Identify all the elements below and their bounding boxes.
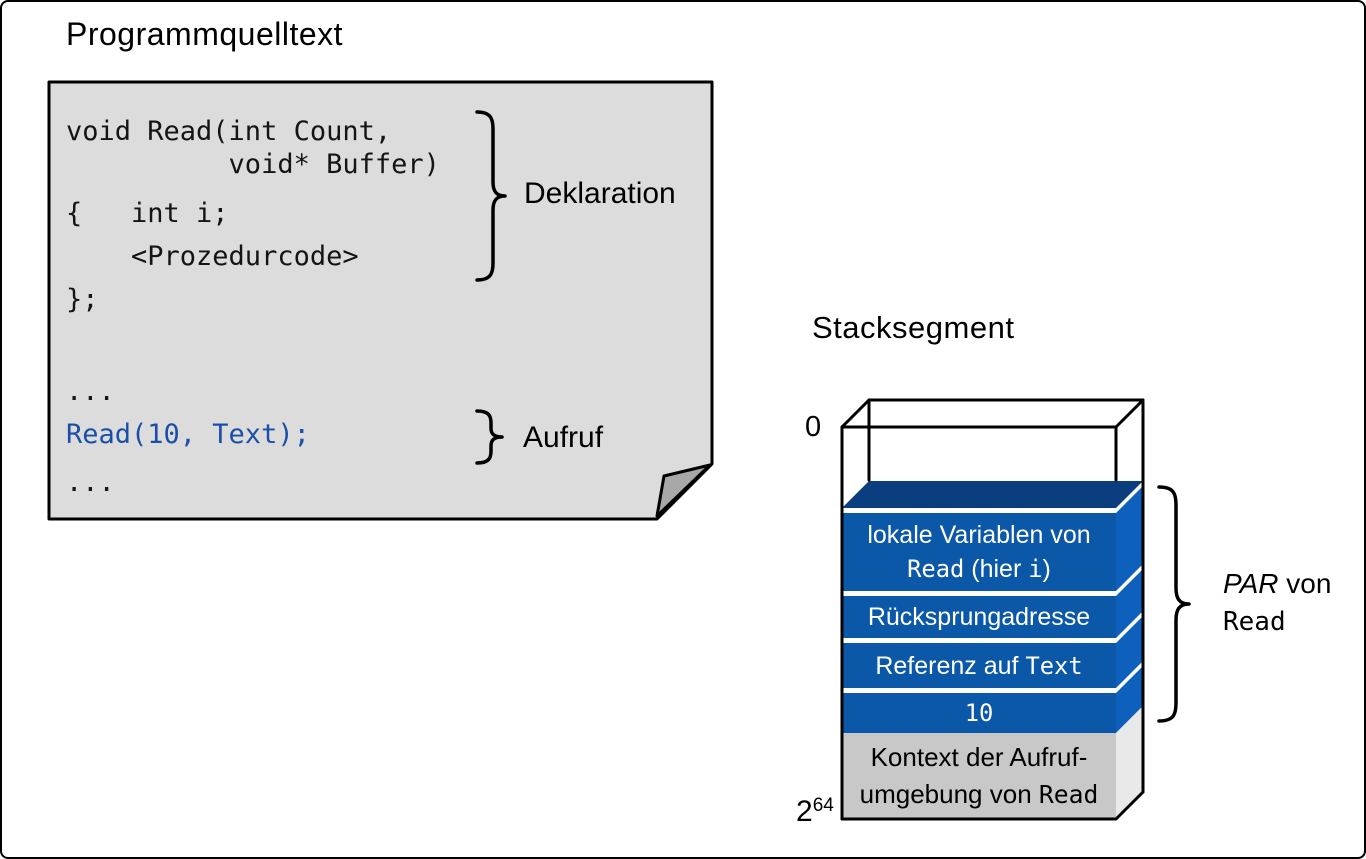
par-rest: von: [1278, 568, 1332, 599]
aufruf-brace-icon: [475, 409, 504, 465]
par-label: PAR von Read: [1223, 565, 1331, 641]
code-line: ...: [66, 467, 115, 498]
mono-read: Read: [1038, 780, 1099, 809]
wireframe-topleft-connector: [840, 398, 871, 429]
frame-label-line2: Read (hier i): [907, 552, 1051, 586]
mono-read: Read: [907, 555, 965, 583]
source-panel-title: Programmquelltext: [66, 16, 344, 52]
mono-i: i: [1028, 555, 1043, 583]
stack-address-top: 0: [805, 411, 822, 443]
frame-label: Referenz auf Text: [875, 649, 1082, 683]
deklaration-label: Deklaration: [524, 177, 676, 210]
frame-label-text: (hier: [964, 555, 1029, 583]
stack-frame-local-vars: lokale Variablen von Read (hier i): [842, 513, 1116, 591]
code-line: };: [66, 284, 99, 315]
aufruf-label: Aufruf: [523, 421, 604, 454]
mono-read: Read: [1223, 607, 1286, 637]
stack-frame-return-address: Rücksprungadresse: [842, 596, 1116, 638]
stack-panel-title: Stacksegment: [812, 310, 1015, 345]
par-label-line1: PAR von: [1223, 565, 1331, 603]
stack-frame-count-value: 10: [842, 693, 1116, 733]
par-brace-icon: [1157, 485, 1191, 723]
wireframe-topright-connector: [1114, 398, 1145, 429]
code-line: { int i;: [66, 198, 229, 229]
deklaration-brace-icon: [475, 110, 507, 282]
address-base: 2: [796, 795, 813, 828]
address-exponent: 64: [812, 795, 834, 816]
stack-frame-context: Kontext der Aufruf- umgebung von Read: [842, 733, 1116, 819]
code-line: void Read(int Count,: [66, 116, 392, 147]
stack-frame-reference: Referenz auf Text: [842, 643, 1116, 688]
context-label-line1: Kontext der Aufruf-: [870, 742, 1088, 772]
frame-label-line1: lokale Variablen von: [867, 521, 1091, 549]
code-line: void* Buffer): [66, 149, 440, 180]
stack-top-face: [842, 481, 1143, 508]
code-line: <Prozedurcode>: [66, 241, 359, 272]
frame-label-text: ): [1042, 555, 1051, 583]
mono-text: Text: [1025, 651, 1083, 680]
context-label-text: umgebung von: [859, 779, 1039, 809]
par-italic: PAR: [1223, 568, 1279, 599]
frame-label-text: Referenz auf: [875, 651, 1026, 680]
code-line: ...: [66, 376, 115, 407]
frame-label: Rücksprungadresse: [867, 603, 1091, 631]
stack-address-bottom: 264: [796, 795, 834, 829]
code-line-call: Read(10, Text);: [66, 419, 310, 450]
context-label-line2: umgebung von Read: [860, 776, 1099, 813]
folded-corner-icon: [655, 463, 712, 518]
frame-value: 10: [964, 699, 994, 727]
